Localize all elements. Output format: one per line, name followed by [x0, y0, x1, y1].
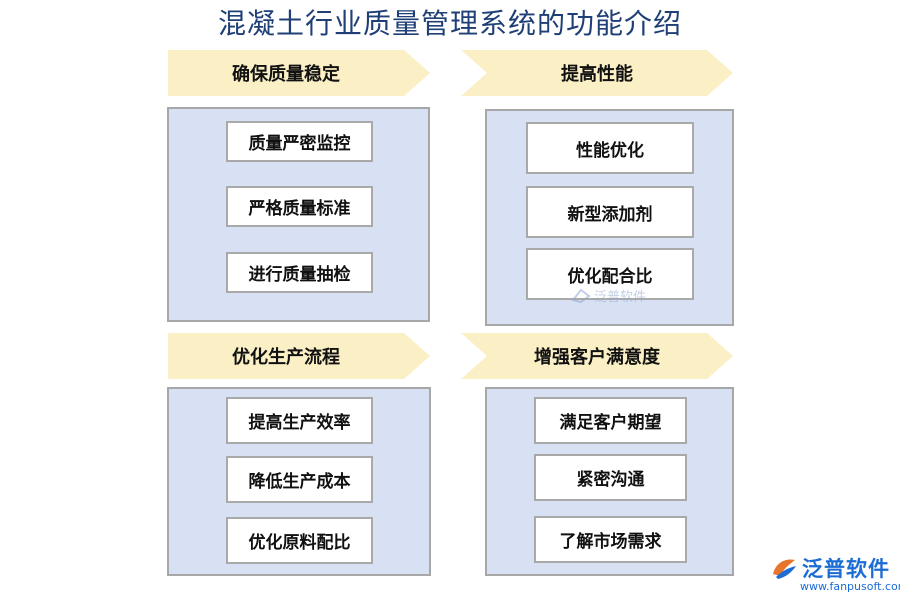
- feature-item: 降低生产成本: [226, 456, 373, 503]
- banner-arrow-shape: [168, 333, 430, 379]
- section-panel: 质量严密监控 严格质量标准 进行质量抽检: [167, 107, 430, 322]
- section-heading: 优化生产流程: [232, 347, 340, 368]
- banner-arrow-shape: [461, 333, 733, 379]
- feature-item: 了解市场需求: [534, 516, 687, 563]
- feature-item: 提高生产效率: [226, 397, 373, 444]
- feature-item: 优化配合比: [526, 248, 694, 300]
- banner-arrow-shape: [168, 50, 430, 96]
- feature-item: 进行质量抽检: [226, 252, 373, 293]
- section-panel: 提高生产效率 降低生产成本 优化原料配比: [167, 387, 431, 576]
- brand-name: 泛普软件: [802, 557, 890, 581]
- banner-arrow-shape: [461, 50, 733, 96]
- watermark: 泛普软件: [571, 286, 646, 305]
- brand-url: www.fanpusoft.com: [800, 580, 900, 593]
- feature-item: 满足客户期望: [534, 397, 687, 444]
- watermark-text: 泛普软件: [594, 290, 647, 305]
- section-banner: 优化生产流程: [168, 333, 430, 379]
- feature-item: 新型添加剂: [526, 186, 694, 238]
- feature-item: 质量严密监控: [226, 121, 373, 162]
- feature-item: 严格质量标准: [226, 186, 373, 227]
- brand-logo: 泛普软件: [770, 553, 890, 583]
- fanpu-logo-icon: [773, 559, 796, 579]
- section-banner: 增强客户满意度: [461, 333, 733, 379]
- section-banner: 确保质量稳定: [168, 50, 430, 96]
- section-panel: 性能优化 新型添加剂 优化配合比: [485, 109, 734, 326]
- section-panel: 满足客户期望 紧密沟通 了解市场需求: [485, 387, 734, 576]
- fanpu-logo-icon: [571, 288, 591, 303]
- section-heading: 增强客户满意度: [534, 347, 660, 368]
- section-heading: 提高性能: [561, 64, 633, 85]
- feature-item: 紧密沟通: [534, 454, 687, 501]
- feature-item: 优化原料配比: [226, 517, 373, 564]
- feature-item: 性能优化: [526, 122, 694, 174]
- page-title: 混凝土行业质量管理系统的功能介绍: [217, 7, 682, 40]
- section-heading: 确保质量稳定: [232, 64, 340, 85]
- section-banner: 提高性能: [461, 50, 733, 96]
